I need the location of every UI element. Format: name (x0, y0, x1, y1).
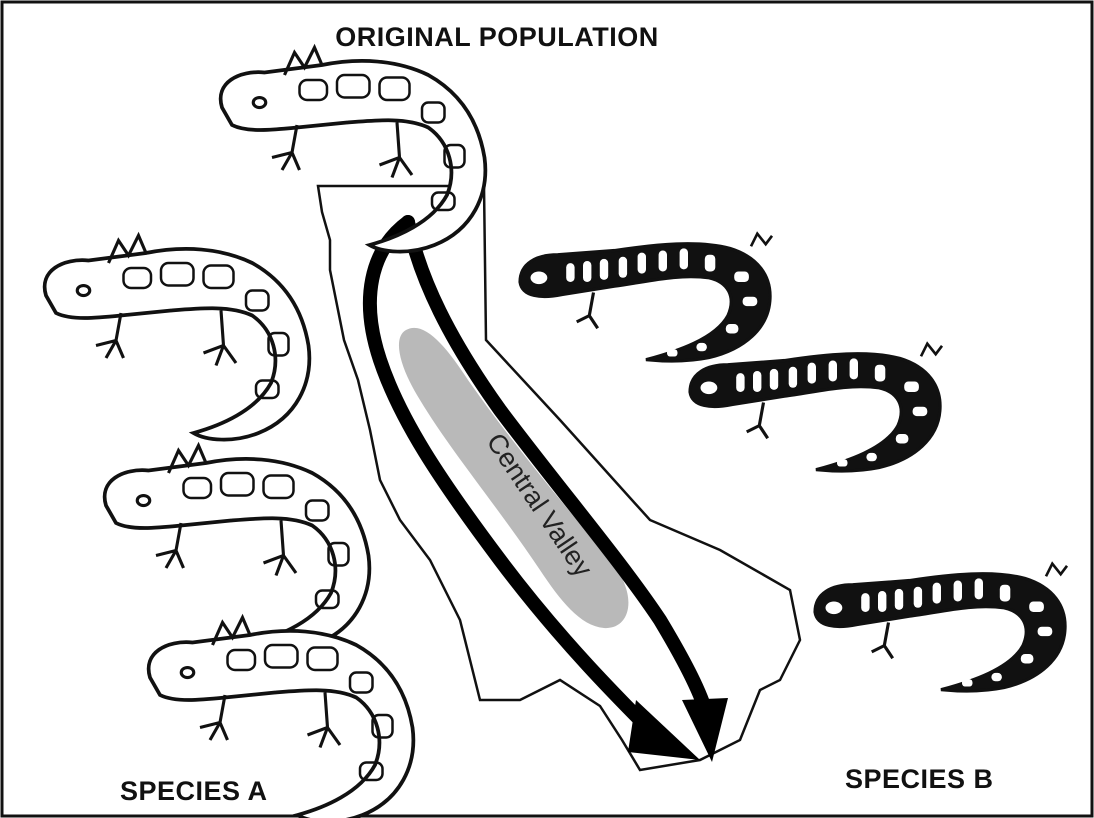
salamander-species-a-2-icon (105, 446, 370, 650)
salamander-species-b-1-icon (520, 234, 772, 361)
species-a-label: SPECIES A (120, 776, 268, 807)
species-b-label: SPECIES B (845, 764, 994, 795)
salamander-species-b-2-icon (690, 344, 942, 471)
salamander-species-b-3-icon (815, 564, 1067, 691)
original-population-title: ORIGINAL POPULATION (0, 22, 994, 53)
salamander-species-a-1-icon (45, 236, 310, 440)
